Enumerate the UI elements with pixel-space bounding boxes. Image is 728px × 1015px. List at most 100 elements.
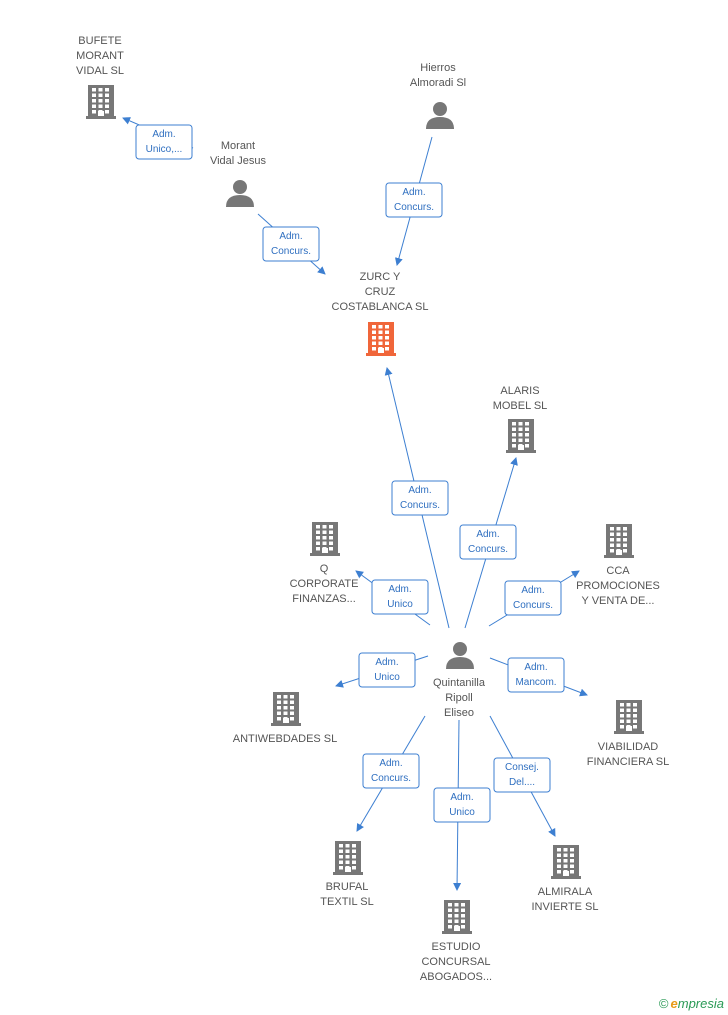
node-label: VIDAL SL [76,65,124,77]
edge-label-text: Concurs. [468,544,508,555]
edges-layer: Adm.Unico,...Adm.Concurs.Adm.Concurs.Adm… [122,117,588,891]
edge-quintanilla-almirala: Consej.Del.... [489,715,556,837]
node-label: MOBEL SL [493,400,548,412]
edge-label[interactable]: Adm.Unico [433,787,491,823]
edge-quintanilla-alaris: Adm. Concurs. [459,457,518,629]
edge-label-box [135,124,193,160]
node-estudio[interactable]: ESTUDIOCONCURSALABOGADOS... [420,900,492,983]
building-icon [604,524,634,558]
edge-label-text: Unico [449,807,475,818]
edge-label-box [433,787,491,823]
edge-quintanilla-zurc: Adm.Concurs. [384,367,450,629]
building-icon [271,692,301,726]
building-icon [86,85,116,119]
edge-morant-zurc: Adm.Concurs. [257,213,326,275]
edge-label[interactable]: Adm.Concurs. [391,480,449,516]
node-antiweb[interactable]: ANTIWEBDADES SL [233,692,338,745]
edge-label[interactable]: Adm.Concurs. [362,753,420,789]
edge-label-text: Adm. [375,657,398,668]
edge-label-text: Adm. [388,584,411,595]
edge-label-box [362,753,420,789]
edge-label[interactable]: Adm. Concurs. [504,580,562,616]
brand-initial: e [670,996,678,1011]
node-brufal[interactable]: BRUFAL TEXTIL SL [320,841,374,908]
nodes-layer: ZURC Y CRUZ COSTABLANCA SL BUFETEMORANTVIDA… [76,35,669,983]
node-label: Morant [221,140,255,152]
edge-label-box [507,657,565,693]
brand-name: mpresia [677,996,724,1011]
node-label: CCA [606,565,630,577]
node-label: COSTABLANCA SL [332,301,429,313]
node-label: Ripoll [445,692,473,704]
edge-label[interactable]: Adm.Unico [358,652,416,688]
edge-label-text: Adm. [279,231,302,242]
node-label: Vidal Jesus [210,155,267,167]
edge-morant-bufete: Adm.Unico,... [122,117,194,160]
edge-label[interactable]: Adm.Concurs. [385,182,443,218]
edge-label-text: Concurs. [371,773,411,784]
edge-label-text: Adm. [521,585,544,596]
edge-label[interactable]: Consej.Del.... [493,757,551,793]
edge-label-text: Consej. [505,762,539,773]
node-label: Eliseo [444,707,474,719]
edge-label-text: Adm. [524,662,547,673]
edge-quintanilla-cca: Adm. Concurs. [488,570,580,627]
node-label: FINANCIERA SL [587,756,670,768]
node-label: FINANZAS... [292,593,356,605]
building-icon [333,841,363,875]
edge-label-box [371,579,429,615]
node-label: Almoradi Sl [410,77,466,89]
node-label: ZURC Y [360,271,401,283]
person-icon [446,642,474,669]
edge-label-text: Unico,... [146,144,183,155]
node-viabilidad[interactable]: VIABILIDAD FINANCIERA SL [587,700,670,768]
node-label: VIABILIDAD [598,741,659,753]
node-q[interactable]: Q CORPORATE FINANZAS... [290,522,359,605]
edge-label[interactable]: Adm.Unico [371,579,429,615]
node-label: CRUZ [365,286,396,298]
edge-label-box [262,226,320,262]
node-label: ABOGADOS... [420,971,492,983]
edge-label[interactable]: Adm. Concurs. [459,524,517,560]
node-label: CONCURSAL [421,956,490,968]
person-icon [226,180,254,207]
edge-label-text: Adm. [408,485,431,496]
node-label: TEXTIL SL [320,896,373,908]
node-zurc[interactable]: ZURC Y CRUZ COSTABLANCA SL [332,271,429,356]
edge-label-box [358,652,416,688]
node-label: ALMIRALA [538,886,593,898]
person-icon [426,102,454,129]
node-almirala[interactable]: ALMIRALA INVIERTE SL [531,845,599,913]
edge-label-box [493,757,551,793]
node-label: Y VENTA DE... [582,595,655,607]
building-icon [442,900,472,934]
edge-label-text: Concurs. [513,600,553,611]
edge-label-box [391,480,449,516]
building-icon [366,322,396,356]
edge-quintanilla-estudio: Adm.Unico [433,719,491,891]
edge-quintanilla-antiweb: Adm.Unico [335,652,429,688]
node-label: CORPORATE [290,578,359,590]
node-label: Quintanilla [433,677,486,689]
node-label: Q [320,563,329,575]
edge-label-text: Adm. [476,529,499,540]
node-label: INVIERTE SL [531,901,598,913]
building-icon [310,522,340,556]
building-icon [614,700,644,734]
edge-hierros-zurc: Adm.Concurs. [385,136,443,266]
edge-quintanilla-viabilidad: Adm.Mancom. [489,657,588,697]
edge-label-text: Concurs. [394,202,434,213]
building-icon [551,845,581,879]
edge-label[interactable]: Adm.Concurs. [262,226,320,262]
edge-label-box [385,182,443,218]
node-label: BRUFAL [326,881,369,893]
edge-label[interactable]: Adm.Unico,... [135,124,193,160]
edge-label[interactable]: Adm.Mancom. [507,657,565,693]
